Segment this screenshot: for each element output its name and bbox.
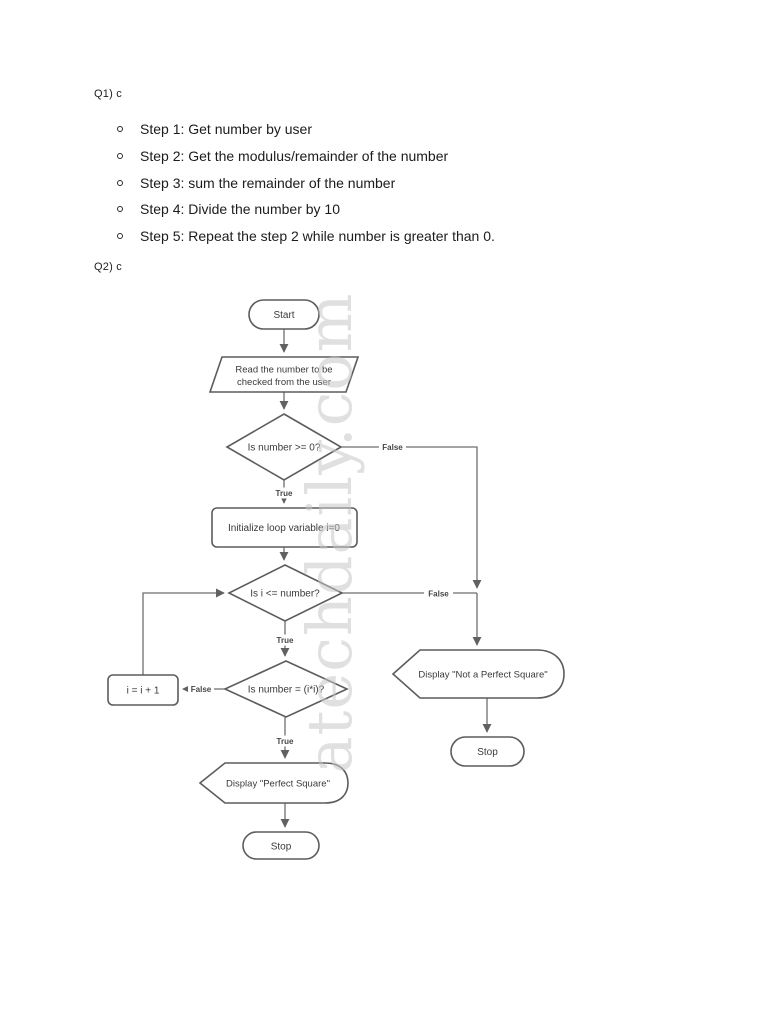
- flowchart-node-init: Initialize loop variable i=0: [211, 507, 358, 548]
- q2-label: Q2) c: [94, 261, 122, 273]
- edge-label-true-2: True: [273, 634, 297, 646]
- flowchart-node-increment: i = i + 1: [107, 674, 179, 706]
- svg-text:Stop: Stop: [271, 842, 292, 853]
- flowchart-node-check-positive: Is number >= 0?: [225, 413, 343, 481]
- step-text: Step 5: Repeat the step 2 while number i…: [140, 228, 495, 245]
- step-text: Step 4: Divide the number by 10: [140, 201, 341, 218]
- q1-steps-list: Step 1: Get number by user Step 2: Get t…: [117, 116, 495, 249]
- bullet-icon: [117, 179, 123, 186]
- svg-text:Is number >= 0?: Is number >= 0?: [248, 443, 321, 454]
- svg-text:False: False: [191, 685, 212, 694]
- flowchart-node-stop-left: Stop: [242, 831, 320, 860]
- edge-increment-loop-back: [142, 588, 225, 675]
- bullet-icon: [117, 153, 123, 160]
- step-text: Step 1: Get number by user: [140, 121, 312, 138]
- svg-text:Is number = (i*i)?: Is number = (i*i)?: [248, 685, 325, 696]
- svg-text:Is i <= number?: Is i <= number?: [250, 589, 320, 600]
- svg-text:Display "Perfect Square": Display "Perfect Square": [226, 779, 330, 790]
- edge-label-false-1: False: [379, 441, 406, 453]
- flowchart-node-square-check: Is number = (i*i)?: [223, 660, 349, 718]
- q1-label: Q1) c: [94, 88, 122, 100]
- flowchart-node-display-perfect: Display "Perfect Square": [198, 762, 349, 804]
- edge-label-false-3: False: [188, 683, 214, 695]
- edge-check-positive-false: [341, 446, 482, 589]
- edge-label-true-1: True: [272, 487, 296, 499]
- flowchart-node-stop-right: Stop: [450, 736, 525, 767]
- svg-text:Read the number to be: Read the number to be: [235, 365, 332, 376]
- edge-label-true-3: True: [273, 735, 297, 747]
- bullet-icon: [117, 126, 123, 133]
- bullet-icon: [117, 233, 123, 240]
- svg-text:False: False: [382, 443, 403, 452]
- step-text: Step 2: Get the modulus/remainder of the…: [140, 148, 449, 165]
- step-text: Step 3: sum the remainder of the number: [140, 174, 396, 191]
- svg-text:True: True: [277, 636, 294, 645]
- flowchart-node-read-input: Read the number to be checked from the u…: [208, 356, 360, 393]
- svg-text:True: True: [276, 489, 293, 498]
- svg-text:False: False: [428, 590, 449, 599]
- svg-text:i = i + 1: i = i + 1: [127, 686, 160, 697]
- flowchart-node-display-not-perfect: Display "Not a Perfect Square": [391, 649, 565, 699]
- svg-text:True: True: [277, 737, 294, 746]
- list-item: Step 5: Repeat the step 2 while number i…: [117, 223, 495, 250]
- svg-text:Stop: Stop: [477, 747, 498, 758]
- svg-text:checked from the user: checked from the user: [237, 377, 331, 388]
- flowchart-node-loop-check: Is i <= number?: [227, 564, 344, 622]
- list-item: Step 2: Get the modulus/remainder of the…: [117, 143, 495, 170]
- list-item: Step 3: sum the remainder of the number: [117, 169, 495, 196]
- list-item: Step 1: Get number by user: [117, 116, 495, 143]
- flowchart-node-start: Start: [248, 299, 320, 330]
- list-item: Step 4: Divide the number by 10: [117, 196, 495, 223]
- svg-text:Initialize loop variable i=0: Initialize loop variable i=0: [228, 523, 340, 534]
- svg-text:Start: Start: [273, 310, 294, 321]
- edge-label-false-2: False: [424, 588, 453, 599]
- bullet-icon: [117, 206, 123, 213]
- svg-text:Display "Not a Perfect Square": Display "Not a Perfect Square": [418, 670, 547, 681]
